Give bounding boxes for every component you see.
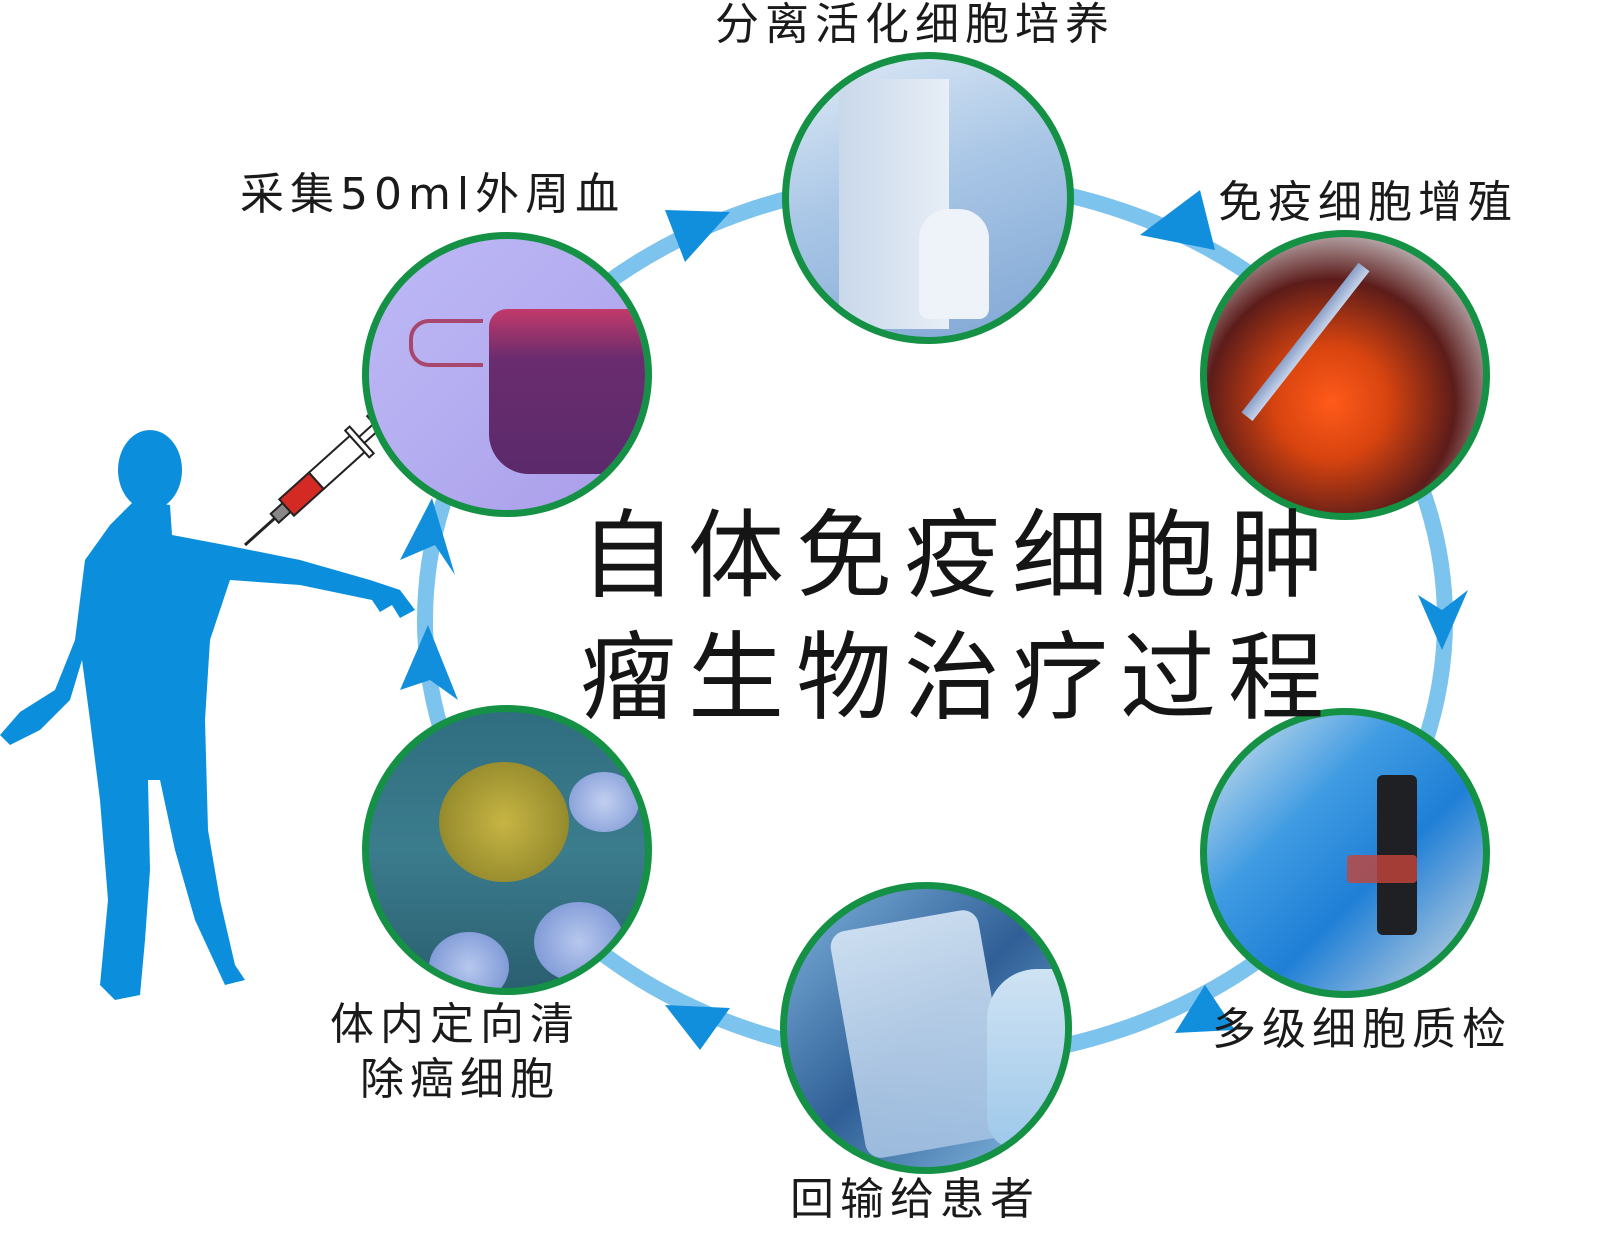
arrow-icon xyxy=(665,1005,730,1050)
blood-bag-shape xyxy=(489,309,645,474)
masked-technician xyxy=(987,969,1065,1149)
step-2-image-cleanroom-lab xyxy=(782,52,1074,344)
step-5-image-iv-bag xyxy=(780,882,1072,1174)
step-3-label: 免疫细胞增殖 xyxy=(1218,177,1518,228)
step-3-image-culture-dishes xyxy=(1200,230,1490,520)
title-line-2: 瘤生物治疗过程 xyxy=(580,622,1336,734)
cancer-cell xyxy=(439,762,569,882)
human-silhouette-icon xyxy=(0,430,415,1000)
arrow-icon xyxy=(1418,590,1468,650)
arrow-icon xyxy=(400,498,455,575)
diagram-title: 自体免疫细胞肿 瘤生物治疗过程 xyxy=(580,495,1336,739)
culture-flask xyxy=(1347,855,1417,883)
step-1-label: 采集50ml外周血 xyxy=(240,169,626,220)
step-6-label-line1: 体内定向清 xyxy=(330,999,580,1050)
arrow-icon xyxy=(665,210,730,262)
t-cell xyxy=(569,772,639,832)
arrow-icon xyxy=(400,625,458,700)
pipette xyxy=(1241,262,1370,422)
step-6-image-immune-cells xyxy=(362,705,652,995)
syringe-icon xyxy=(243,410,392,547)
step-6-label-line2: 除癌细胞 xyxy=(360,1054,560,1105)
step-2-label: 分离活化细胞培养 xyxy=(715,0,1115,50)
tube-shape xyxy=(409,319,483,367)
arrow-icon xyxy=(1175,985,1235,1033)
arrow-icon xyxy=(1140,190,1215,250)
step-1-image-blood-bag xyxy=(362,232,652,517)
t-cell xyxy=(534,902,624,982)
step-5-label: 回输给患者 xyxy=(790,1174,1040,1225)
step-4-image-microscope-qc xyxy=(1200,708,1490,998)
lab-worker xyxy=(919,209,989,319)
step-4-label: 多级细胞质检 xyxy=(1212,1004,1512,1055)
t-cell xyxy=(429,932,509,988)
title-line-1: 自体免疫细胞肿 xyxy=(580,500,1336,612)
